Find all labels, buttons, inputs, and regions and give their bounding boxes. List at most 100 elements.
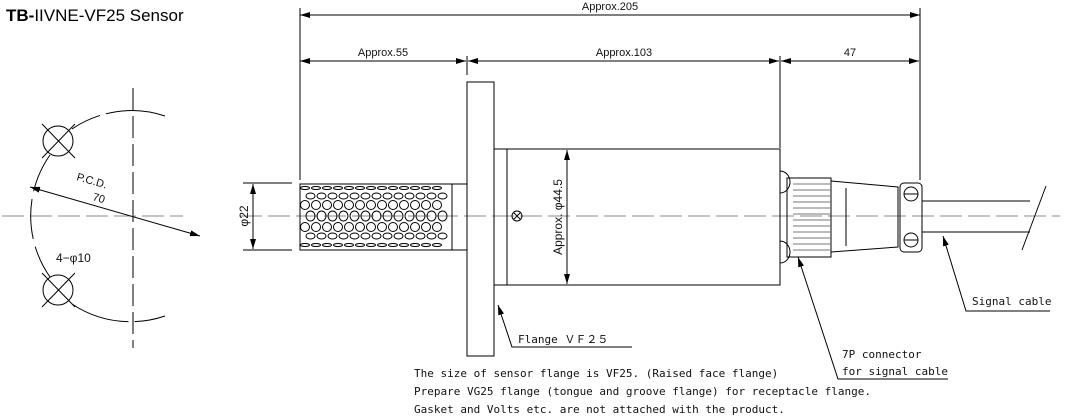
perforation-hole [421,186,431,190]
perforation-hole [377,200,387,210]
perforation-hole [382,210,393,222]
perforation-hole [377,186,387,190]
perforation-hole [426,210,437,222]
perforation-hole [393,192,404,200]
perforation-hole [421,200,431,210]
perforation-hole [404,232,415,240]
title-prefix: TB- [6,6,35,25]
note-3: Gasket and Volts etc. are not attached w… [414,403,785,416]
perforation-hole [377,243,387,247]
pcd-dimension-line [29,186,201,237]
perforation-hole [437,232,448,240]
bolt-hole-top [41,123,76,159]
perforation-hole [360,232,371,240]
perforation-hole [366,243,376,247]
perforation-hole [333,186,343,190]
perforation-hole [355,186,365,190]
pcd-label: P.C.D. [75,171,108,191]
perforation-hole [316,232,327,240]
perforation-hole [300,222,310,232]
perforation-hole [349,192,360,200]
flange-callout-label: Flange ＶＦ２５ [518,333,608,346]
perforation-hole [344,186,354,190]
perforation-hole [333,243,343,247]
perforation-hole [404,210,415,222]
overall-length-label: Approx.205 [582,1,638,13]
perforation-hole [360,210,371,222]
perforation-hole [311,200,321,210]
perforation-hole [437,192,448,200]
perforation-hole [355,243,365,247]
perforation-hole [316,192,327,200]
perforation-hole [399,222,409,232]
perforation-hole [366,186,376,190]
sensor-mesh-head [299,183,468,251]
perforation-hole [410,200,420,210]
flange [466,81,495,357]
perforation-hole [388,243,398,247]
perforation-hole [432,243,442,247]
perforation-hole [300,243,310,247]
signal-cable [922,185,1047,251]
perforation-hole [382,232,393,240]
flange-end-view: P.C.D. 70 4−φ10 [2,88,201,348]
perforation-hole [382,192,393,200]
perforation-hole [415,210,426,222]
perforation-hole [322,200,332,210]
perforation-hole [333,222,343,232]
perforation-hole [437,210,448,222]
flange-collar [493,148,508,286]
body-diameter-label: Approx. φ44.5 [551,179,565,255]
perforation-hole [338,192,349,200]
perforation-hole [355,222,365,232]
perforation-hole [377,222,387,232]
perforation-hole [327,232,338,240]
perforation-hole [371,192,382,200]
bolt-hole-bottom [41,272,76,308]
title-model: IIVNE-VF25 Sensor [34,6,184,25]
perforation-hole [322,243,332,247]
perforation-hole [360,192,371,200]
note-1: The size of sensor flange is VF25. (Rais… [414,367,778,380]
callout-connector: 7P connector for signal cable [797,256,948,380]
perforation-hole [393,232,404,240]
perforation-hole [333,200,343,210]
perforation-hole [305,192,316,200]
perforation-hole [338,232,349,240]
body-length-label: Approx.103 [596,47,652,59]
perforation-hole [366,222,376,232]
perforation-hole [305,232,316,240]
perforation-hole [344,200,354,210]
screw-icon [511,210,523,222]
perforation-hole [311,186,321,190]
perforation-hole [371,232,382,240]
perforation-hole [432,200,442,210]
connector-7p [779,170,923,264]
perforation-hole [388,200,398,210]
sensor-length-label: Approx.55 [358,47,408,59]
perforation-hole [404,192,415,200]
perforation-hole [399,243,409,247]
perforation-hole [421,222,431,232]
cable-callout-label: Signal cable [972,295,1051,308]
notes: The size of sensor flange is VF25. (Rais… [414,367,871,416]
perforation-hole [410,186,420,190]
perforation-hole [415,232,426,240]
perforation-hole [426,232,437,240]
callout-cable: Signal cable [942,235,1051,312]
perforation-hole [432,186,442,190]
perforation-hole [355,200,365,210]
perforation-hole [426,192,437,200]
perforation-hole [393,210,404,222]
perforation-hole [349,232,360,240]
perforation-hole [311,243,321,247]
perforation-hole [410,222,420,232]
perforation-hole [399,186,409,190]
perforation-hole [327,192,338,200]
perforation-hole [388,222,398,232]
perforation-hole [388,186,398,190]
perforation-hole [338,210,349,222]
perforation-hole [432,222,442,232]
perforation-hole [410,243,420,247]
perforation-hole [344,243,354,247]
